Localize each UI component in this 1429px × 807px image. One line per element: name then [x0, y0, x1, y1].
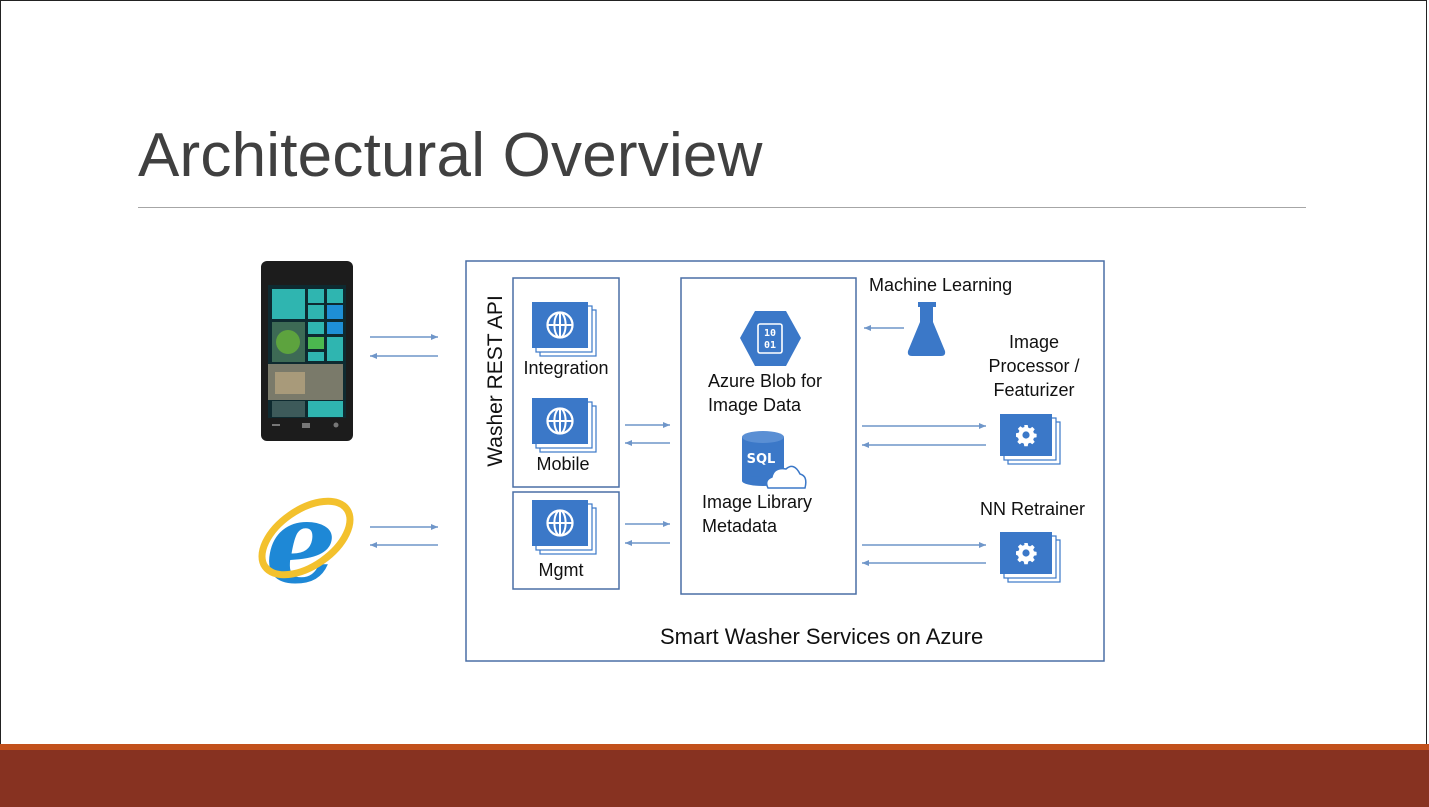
api-box-integration-mobile — [512, 277, 620, 488]
integration-globe-icon — [532, 302, 597, 357]
flask-icon — [907, 302, 946, 356]
image-processor-label: Image Processor / Featurizer — [988, 332, 1080, 400]
integration-label: Integration — [523, 358, 609, 378]
azure-services-container — [465, 260, 1105, 662]
image-library-label: Image Library Metadata — [702, 492, 813, 536]
processor-gear-icon — [1000, 414, 1061, 465]
footer-accent-line — [0, 744, 1429, 750]
mgmt-globe-icon — [532, 500, 597, 555]
svg-text:10: 10 — [764, 328, 776, 339]
svg-text:01: 01 — [764, 340, 776, 351]
windows-phone-icon — [261, 261, 353, 441]
mobile-globe-icon — [532, 398, 597, 453]
svg-text:e: e — [265, 478, 336, 609]
api-box-mgmt — [512, 491, 620, 590]
sql-database-icon: SQL — [742, 431, 807, 489]
azure-blob-label: Azure Blob for Image Data — [708, 371, 823, 415]
storage-box — [680, 277, 857, 595]
washer-rest-api-label: Washer REST API — [484, 295, 507, 467]
svg-text:SQL: SQL — [747, 452, 776, 467]
mgmt-label: Mgmt — [538, 560, 584, 580]
mobile-label: Mobile — [536, 454, 590, 474]
internet-explorer-icon: e — [258, 478, 354, 609]
title-divider — [138, 207, 1306, 208]
binary-hexagon-icon: 10 01 — [740, 311, 801, 366]
footer-band — [0, 750, 1429, 807]
machine-learning-label: Machine Learning — [869, 275, 1013, 295]
container-label: Smart Washer Services on Azure — [660, 624, 984, 649]
retrainer-gear-icon — [1000, 532, 1061, 583]
slide-title: Architectural Overview — [138, 121, 763, 190]
nn-retrainer-label: NN Retrainer — [980, 499, 1086, 519]
